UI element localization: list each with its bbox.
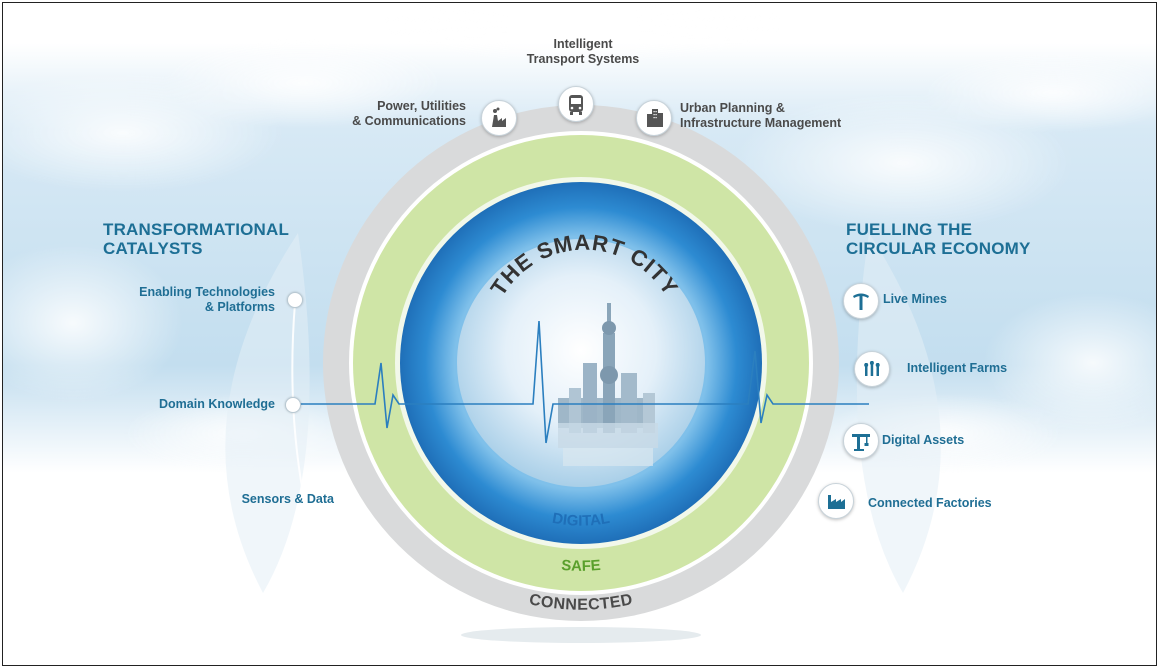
right-heading: FUELLING THE CIRCULAR ECONOMY [846,220,1031,258]
city-skyline-image [558,303,658,466]
top-item-urban-planning: Urban Planning & Infrastructure Manageme… [680,101,842,130]
left-item-domain-knowledge: Domain Knowledge [159,397,275,411]
safe-label: SAFE [561,557,602,575]
top-item-power-utilities: Power, Utilities & Communications [352,99,466,128]
factory-icon [818,483,854,519]
right-item-intelligent-farms: Intelligent Farms [907,361,1008,375]
left-arc [225,233,310,593]
domain-knowledge-node [285,397,301,413]
bus-icon [558,86,594,122]
digital-label: DIGITAL [551,510,611,530]
crops-icon [854,351,890,387]
left-item-sensors-data: Sensors & Data [241,492,334,506]
right-item-digital-assets: Digital Assets [882,433,965,447]
heartbeat-line [300,320,869,444]
pickaxe-icon [843,283,879,319]
buildings-icon [636,100,672,136]
crane-icon [843,423,879,459]
right-item-connected-factories: Connected Factories [868,496,992,510]
smart-city-diagram: THE SMART CITY DIGITAL SAFE CONNECTED [3,3,1156,665]
right-arc [856,233,941,593]
power-plant-icon [481,100,517,136]
left-heading: TRANSFORMATIONAL CATALYSTS [103,220,290,258]
enabling-technologies-node [287,292,303,308]
right-item-live-mines: Live Mines [883,292,947,306]
top-item-transport: Intelligent Transport Systems [526,37,640,66]
left-item-enabling-technologies: Enabling Technologies & Platforms [139,285,275,314]
connected-label: CONNECTED [528,591,635,614]
